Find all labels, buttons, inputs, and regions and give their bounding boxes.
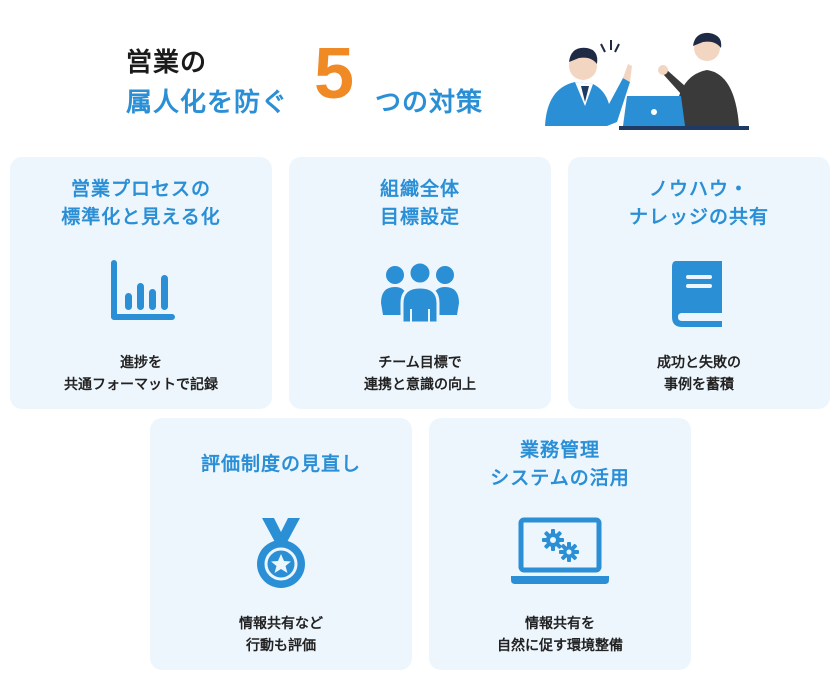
card-description: 進捗を 共通フォーマットで記録 <box>10 352 272 396</box>
card-desc-line: 成功と失敗の <box>657 355 741 371</box>
card-knowledge-sharing: ノウハウ・ ナレッジの共有 成功と失敗の 事例を蓄積 <box>568 157 830 409</box>
card-title: 組織全体 目標設定 <box>289 175 551 231</box>
card-business-system: 業務管理 システムの活用 情報共有を 自然に促す環境整備 <box>429 418 691 670</box>
card-desc-line: 事例を蓄積 <box>664 377 734 393</box>
business-people-illustration-icon <box>545 32 749 130</box>
medal-icon <box>257 518 305 588</box>
card-desc-line: 共通フォーマットで記録 <box>64 377 218 393</box>
card-desc-line: 情報共有を <box>525 616 595 632</box>
bar-chart-icon <box>111 260 175 320</box>
book-icon <box>672 261 722 327</box>
laptop-gears-icon <box>511 517 609 584</box>
card-title-line: ノウハウ・ <box>648 178 749 200</box>
card-description: チーム目標で 連携と意識の向上 <box>289 352 551 396</box>
card-title-line: 営業プロセスの <box>70 178 211 200</box>
card-title-line: 評価制度の見直し <box>200 453 361 475</box>
card-desc-line: 情報共有など <box>239 616 323 632</box>
title-line-1: 営業の <box>126 48 208 78</box>
title-line-2: 属人化を防ぐ <box>126 88 289 118</box>
card-description: 成功と失敗の 事例を蓄積 <box>568 352 830 396</box>
title-line-3: つの対策 <box>375 88 484 118</box>
card-desc-line: 連携と意識の向上 <box>364 377 476 393</box>
card-title-line: ナレッジの共有 <box>628 206 769 228</box>
card-title-line: 業務管理 <box>519 439 600 461</box>
card-title: 営業プロセスの 標準化と見える化 <box>10 175 272 231</box>
card-desc-line: 自然に促す環境整備 <box>497 638 623 654</box>
card-title: 業務管理 システムの活用 <box>429 436 691 492</box>
card-description: 情報共有など 行動も評価 <box>150 613 412 657</box>
card-evaluation-review: 評価制度の見直し 情報共有など 行動も評価 <box>150 418 412 670</box>
card-title-line: 目標設定 <box>379 206 460 228</box>
header: 営業の 属人化を防ぐ 5 つの対策 <box>0 0 840 150</box>
team-icon <box>381 260 459 325</box>
card-desc-line: チーム目標で <box>378 355 462 371</box>
card-title: 評価制度の見直し <box>150 450 412 478</box>
card-description: 情報共有を 自然に促す環境整備 <box>429 613 691 657</box>
card-title-line: システムの活用 <box>490 467 630 489</box>
card-desc-line: 行動も評価 <box>246 638 316 654</box>
card-title-line: 標準化と見える化 <box>61 206 221 228</box>
title-number: 5 <box>314 34 355 114</box>
card-title: ノウハウ・ ナレッジの共有 <box>568 175 830 231</box>
card-title-line: 組織全体 <box>379 178 460 200</box>
card-organization-goals: 組織全体 目標設定 チーム目標で 連携と意識の向上 <box>289 157 551 409</box>
card-process-standardization: 営業プロセスの 標準化と見える化 進捗を 共通フォーマットで記録 <box>10 157 272 409</box>
card-desc-line: 進捗を <box>120 355 162 371</box>
